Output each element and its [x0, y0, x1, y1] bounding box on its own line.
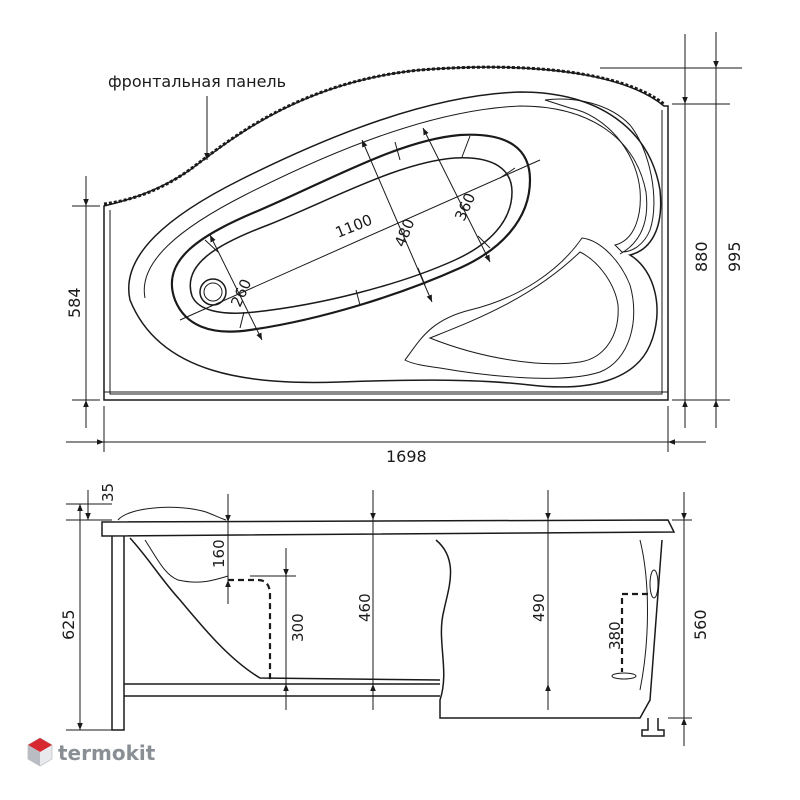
inner-shell — [128, 91, 662, 388]
rim-label: 35 — [99, 483, 117, 502]
drain-inner — [203, 282, 223, 302]
bowl-width-label: 480 — [391, 216, 418, 249]
side-tub-body-inner — [144, 539, 229, 583]
headrest — [544, 98, 655, 253]
right-height-label: 560 — [691, 609, 710, 640]
total-height-label: 625 — [59, 609, 78, 640]
drain-dimline — [209, 234, 263, 341]
height-inner-label: 880 — [692, 241, 711, 272]
side-drain — [611, 672, 637, 680]
top-view: 1100 480 360 260 фронтальная панель 1698… — [65, 32, 744, 466]
left-level-label: 300 — [289, 613, 307, 642]
front-panel-curve — [103, 65, 665, 206]
side-tub-body — [129, 537, 441, 681]
bowl-outer — [170, 133, 532, 333]
seat-area — [404, 237, 635, 379]
side-right-wall — [639, 539, 648, 691]
bowl-width-dimline — [361, 139, 433, 303]
side-view: 35 625 160 300 460 490 380 — [59, 483, 710, 746]
side-height-label: 584 — [65, 287, 84, 318]
height-outer-label: 995 — [725, 241, 744, 272]
side-leg — [641, 718, 665, 737]
bowl-narrow-dimline — [422, 127, 491, 263]
bowl-length-label: 1100 — [333, 211, 375, 242]
right-depth-label: 490 — [530, 593, 548, 622]
side-left-panel — [111, 536, 125, 731]
length-label: 1698 — [386, 447, 427, 466]
side-rim — [101, 519, 676, 537]
brand-text: termokit — [58, 741, 156, 765]
mid-depth-label: 460 — [356, 593, 374, 622]
bowl-narrow-label: 360 — [451, 190, 479, 223]
pipe-right — [620, 592, 648, 672]
overflow-slot — [649, 569, 659, 599]
bowl-inner — [189, 157, 513, 314]
brand-watermark: termokit — [27, 737, 156, 767]
side-headrest — [117, 506, 227, 521]
annotation-label: фронтальная панель — [108, 72, 286, 91]
headrest-depth-label: 160 — [210, 539, 228, 568]
overflow-label: 380 — [606, 621, 624, 650]
inner-shell-2 — [143, 105, 648, 299]
drain-label: 260 — [227, 276, 255, 309]
pipe-left — [228, 578, 272, 680]
seat-area-inner — [428, 251, 619, 365]
tub-rim-inner — [109, 110, 663, 395]
brand-logo-icon — [27, 737, 53, 767]
side-section-cut — [435, 539, 663, 719]
